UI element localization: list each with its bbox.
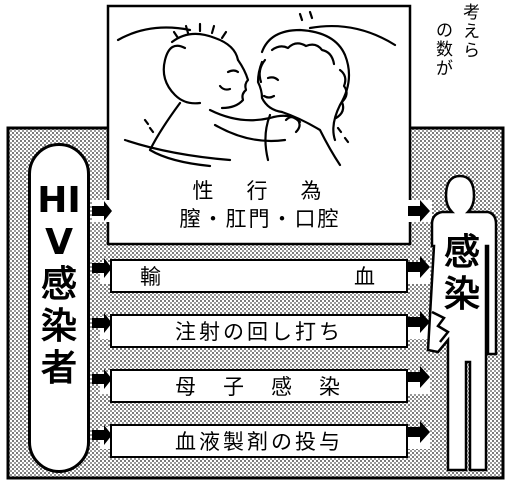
side-text-col2: の数が [436, 21, 453, 79]
side-text-col1: 考えら [463, 3, 480, 61]
infection-label: 感染 [443, 232, 480, 315]
route-injection-box: 注射の回し打ち [110, 314, 408, 348]
route-sexual-detail: 膣・肛門・口腔 [179, 207, 341, 231]
person-silhouette-icon [426, 174, 498, 472]
route-mother-child-label: 母 子 感 染 [175, 375, 343, 399]
route-mother-child-box: 母 子 感 染 [110, 369, 408, 403]
route-blood-products-box: 血液製剤の投与 [110, 424, 408, 458]
route-blood-products-label: 血液製剤の投与 [175, 430, 343, 454]
hiv-carrier-pill [28, 143, 90, 473]
hiv-carrier-label: HIV感染者 [37, 180, 81, 389]
route-transfusion-right: 血 [354, 265, 378, 289]
couple-embracing-icon [116, 10, 397, 168]
source-arrows [92, 201, 112, 445]
route-injection-label: 注射の回し打ち [175, 320, 343, 344]
route-sexual-title: 性 行 為 [192, 179, 328, 203]
route-transfusion-box: 輸 血 [110, 259, 408, 293]
outcome-arrows [408, 200, 430, 443]
route-transfusion-left: 輸 [140, 265, 164, 289]
infection-zigzag [431, 310, 450, 343]
illustration-frame [106, 4, 412, 246]
